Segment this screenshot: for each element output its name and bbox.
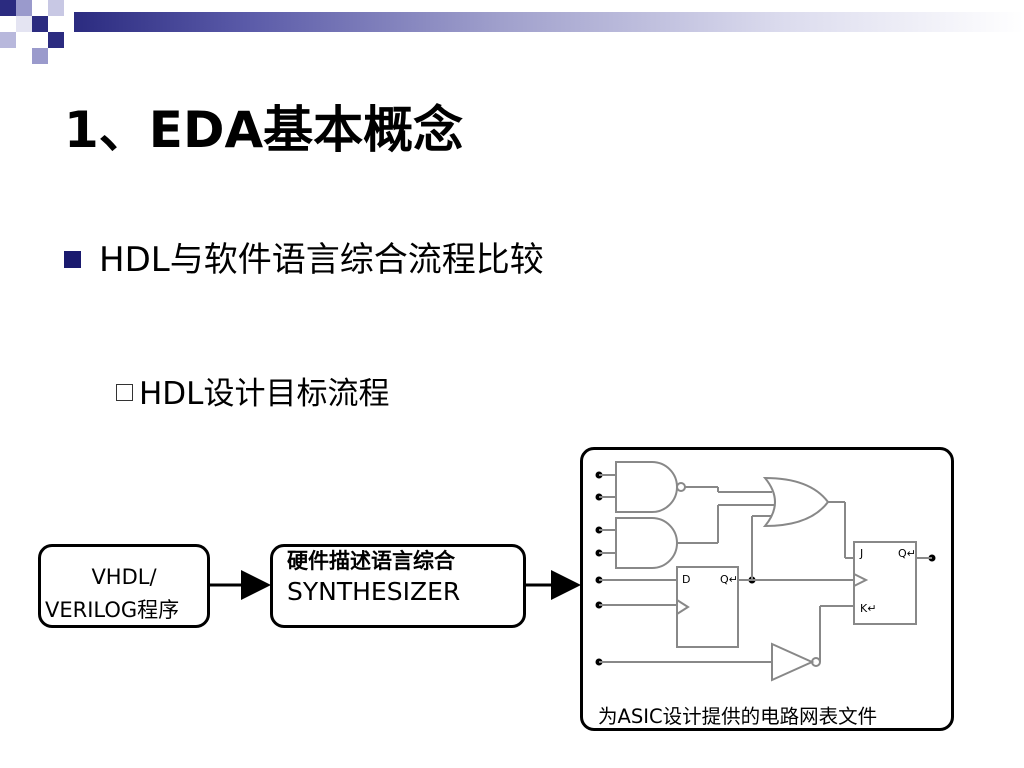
jk-flip-flop: [853, 541, 917, 625]
slide-title: 1、EDA基本概念: [64, 101, 464, 159]
jk-q-label: Q↵: [898, 547, 916, 560]
dff-q-label: Q↵: [720, 573, 738, 586]
or-gate: [762, 476, 830, 528]
and-gate: [615, 517, 678, 569]
filled-square-bullet-icon: [64, 251, 81, 268]
bullet-level1: HDL与软件语言综合流程比较: [64, 232, 544, 281]
bullet-level1-text: HDL与软件语言综合流程比较: [99, 240, 544, 280]
nand-gate: [615, 461, 678, 513]
synth-line1: 硬件描述语言综合: [287, 549, 455, 573]
netlist-box: [580, 447, 954, 731]
source-line1: VHDL/: [91, 565, 157, 589]
hollow-square-bullet-icon: [116, 384, 133, 401]
source-line2: VERILOG程序: [45, 598, 180, 622]
bullet-level2-text: HDL设计目标流程: [139, 376, 390, 412]
inverter-gate: [771, 642, 815, 682]
bullet-level2: HDL设计目标流程: [116, 368, 389, 413]
jk-j-label: J: [859, 547, 863, 560]
synth-line2: SYNTHESIZER: [287, 577, 461, 606]
header-gradient-bar: [74, 12, 1024, 32]
synthesizer-box: 硬件描述语言综合 SYNTHESIZER: [270, 544, 526, 628]
dff-d-label: D: [682, 573, 690, 586]
circuit-schematic: [595, 461, 936, 682]
netlist-caption: 为ASIC设计提供的电路网表文件: [598, 705, 878, 728]
source-program-box: VHDL/ VERILOG程序: [38, 544, 210, 628]
d-flip-flop: [676, 566, 739, 648]
header-decoration: [0, 0, 90, 64]
jk-k-label: K↵: [860, 602, 876, 615]
